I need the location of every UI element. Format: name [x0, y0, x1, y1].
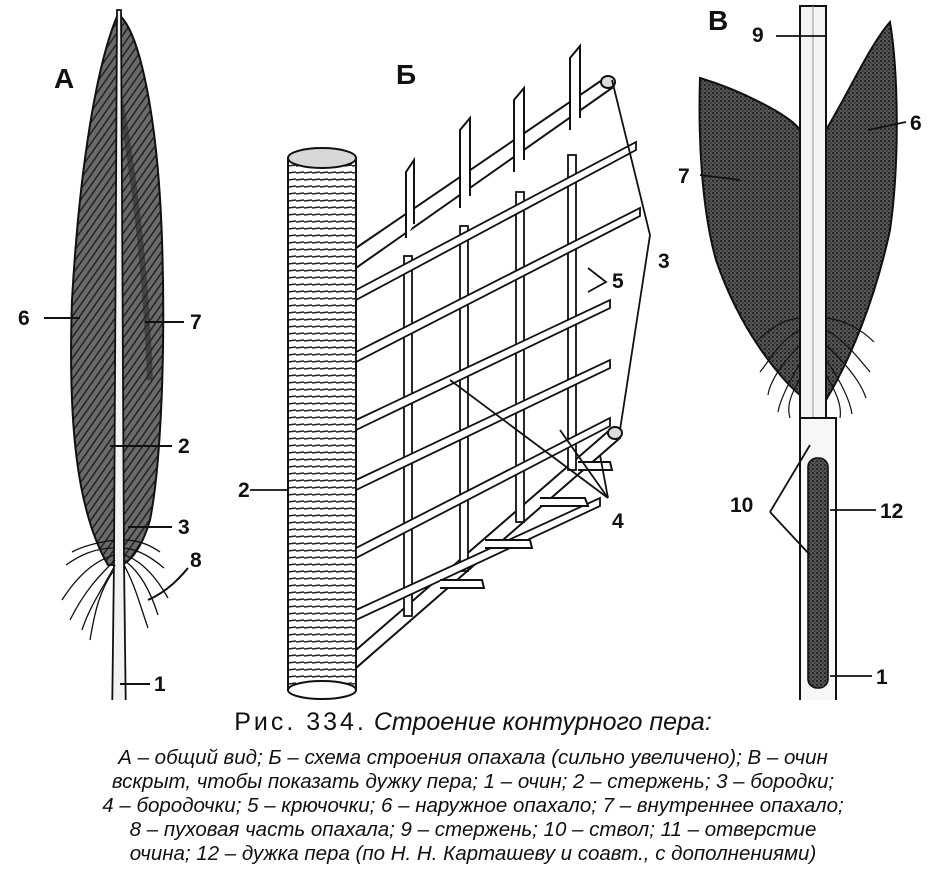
vane-inner-v — [698, 76, 808, 403]
label-v-6: 6 — [910, 112, 922, 135]
downy-part-v — [757, 317, 875, 419]
legend-line: 8 – пуховая часть опахала; 9 – стержень;… — [129, 818, 817, 841]
pith-v — [807, 457, 829, 689]
hooklets-b — [405, 43, 614, 589]
label-a-6: 6 — [18, 307, 30, 330]
legend-line: А – общий вид; Б – схема строения опахал… — [118, 746, 828, 769]
legend-line: 4 – бородочки; 5 – крючочки; 6 – наружно… — [102, 794, 844, 817]
label-a-8: 8 — [190, 549, 202, 572]
label-v-7: 7 — [678, 165, 690, 188]
label-b-4: 4 — [612, 510, 624, 533]
rachis-a — [111, 9, 127, 700]
label-b-2: 2 — [238, 479, 250, 502]
vane-inner-a — [116, 12, 165, 568]
leaders-v — [699, 35, 907, 677]
panel-a-letter: А — [54, 63, 74, 94]
panel-b: Б — [238, 43, 670, 700]
label-v-12: 12 — [880, 500, 903, 523]
leaders-a — [44, 317, 189, 685]
label-v-10: 10 — [730, 494, 753, 517]
panel-v: В 9 6 7 10 12 1 11 — [678, 5, 922, 700]
barbs-b — [355, 75, 623, 671]
figure-title-text: Строение контурного пера: — [373, 708, 712, 736]
label-b-5: 5 — [612, 270, 624, 293]
panel-b-letter: Б — [396, 59, 416, 90]
downy-barbs-a — [61, 539, 169, 641]
figure-legend: А – общий вид; Б – схема строения опахал… — [0, 746, 946, 866]
rungs-b — [355, 140, 641, 622]
barbules-b — [403, 154, 577, 617]
label-a-7: 7 — [190, 311, 202, 334]
figure-title: Рис. 334. Строение контурного пера: — [0, 708, 946, 737]
label-v-9: 9 — [752, 24, 764, 47]
vane-outer-v — [825, 19, 898, 404]
panel-v-letter: В — [708, 5, 728, 36]
label-v-1: 1 — [876, 666, 888, 689]
vane-outer-a — [70, 13, 119, 566]
label-a-1: 1 — [154, 673, 166, 696]
figure-label: Рис. 334. — [234, 708, 367, 736]
label-b-3: 3 — [658, 250, 670, 273]
leaders-b — [250, 79, 651, 499]
legend-line: очина; 12 – дужка пера (по Н. Н. Карташе… — [129, 842, 817, 865]
label-a-3: 3 — [178, 516, 190, 539]
shaft-b — [287, 147, 357, 700]
panel-a: А 6 7 2 3 8 1 — [18, 9, 202, 700]
feather-diagram: А 6 7 2 3 8 1 — [18, 5, 922, 700]
label-a-2: 2 — [178, 435, 190, 458]
legend-line: вскрыт, чтобы показать дужку пера; 1 – о… — [111, 770, 835, 793]
